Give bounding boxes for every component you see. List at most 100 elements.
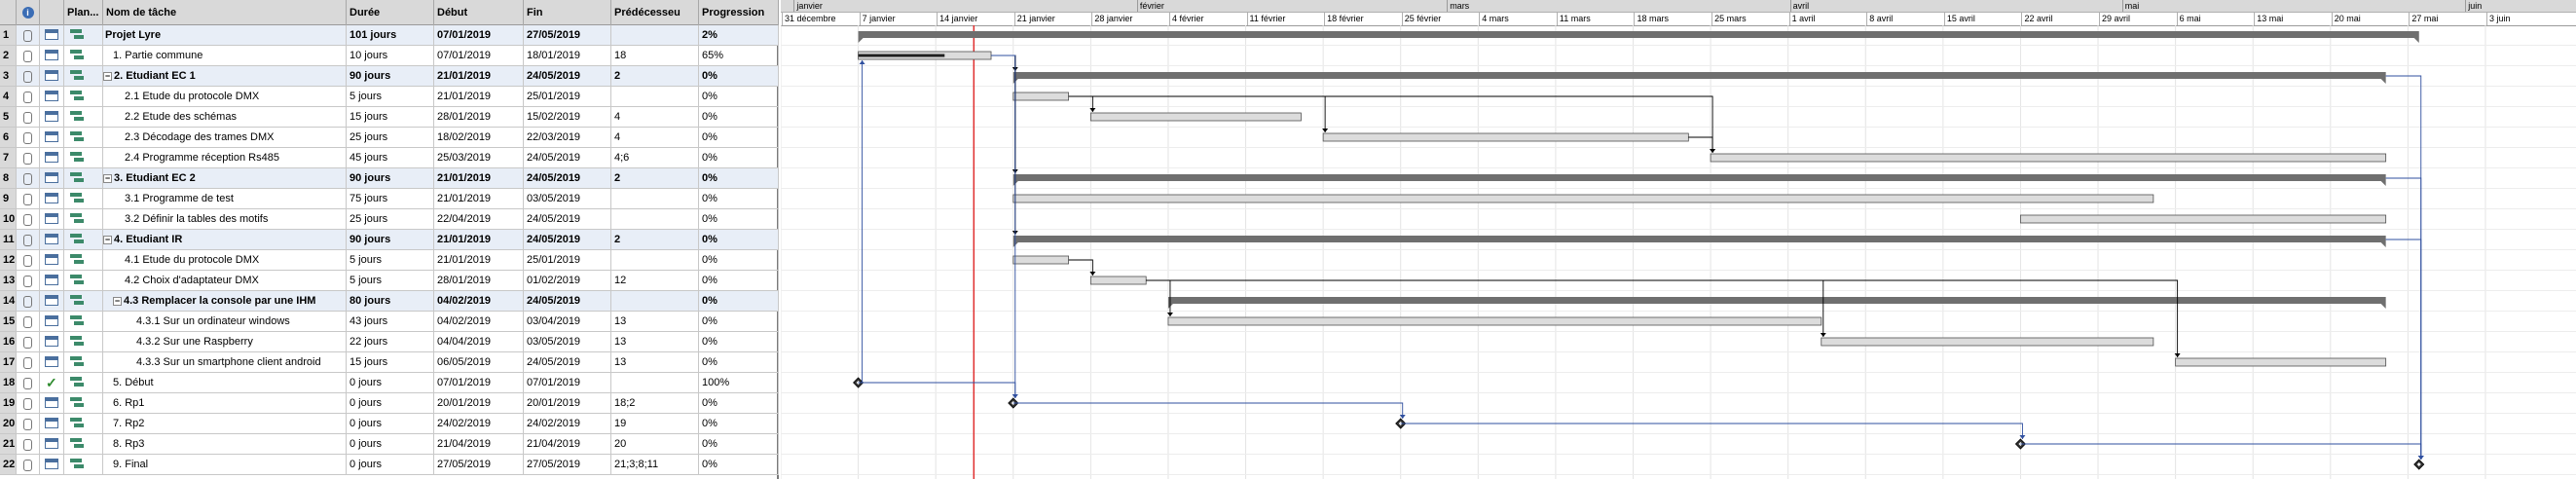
task-name[interactable]: −4. Etudiant IR [103,230,347,249]
row-indicators[interactable] [17,250,40,270]
task-duration[interactable]: 10 jours [347,46,434,65]
task-predecessors[interactable]: 2 [611,66,699,86]
task-end[interactable]: 03/05/2019 [524,332,611,351]
row-info-cell[interactable] [40,352,64,372]
task-progress[interactable]: 0% [699,189,779,208]
task-predecessors[interactable]: 21;3;8;11 [611,455,699,474]
row-task-mode[interactable] [64,393,103,413]
task-name[interactable]: Projet Lyre [103,25,347,45]
task-duration[interactable]: 0 jours [347,373,434,392]
row-indicators[interactable] [17,189,40,208]
row-info-cell[interactable] [40,393,64,413]
task-start[interactable]: 21/01/2019 [434,230,524,249]
row-info-cell[interactable] [40,25,64,45]
task-name[interactable]: 3.1 Programme de test [103,189,347,208]
col-header-duration[interactable]: Durée [347,0,434,25]
row-number[interactable]: 17 [0,352,17,372]
task-name[interactable]: −4.3 Remplacer la console par une IHM [103,291,347,311]
row-info-cell[interactable] [40,189,64,208]
task-predecessors[interactable]: 13 [611,352,699,372]
task-end[interactable]: 24/05/2019 [524,291,611,311]
row-indicators[interactable] [17,230,40,249]
task-progress[interactable]: 0% [699,87,779,106]
row-indicators[interactable] [17,25,40,45]
task-end[interactable]: 03/04/2019 [524,312,611,331]
task-name[interactable]: −3. Etudiant EC 2 [103,168,347,188]
row-number[interactable]: 20 [0,414,17,433]
task-progress[interactable]: 0% [699,434,779,454]
task-start[interactable]: 04/04/2019 [434,332,524,351]
row-task-mode[interactable] [64,250,103,270]
task-progress[interactable]: 0% [699,352,779,372]
task-start[interactable]: 21/01/2019 [434,87,524,106]
row-task-mode[interactable] [64,189,103,208]
row-indicators[interactable] [17,168,40,188]
task-predecessors[interactable] [611,373,699,392]
task-duration[interactable]: 0 jours [347,455,434,474]
task-name[interactable]: 3.2 Définir la tables des motifs [103,209,347,229]
row-indicators[interactable] [17,393,40,413]
row-info-cell[interactable] [40,271,64,290]
task-duration[interactable]: 90 jours [347,168,434,188]
task-name[interactable]: 2.4 Programme réception Rs485 [103,148,347,167]
row-task-mode[interactable] [64,87,103,106]
row-number[interactable]: 22 [0,455,17,474]
collapse-icon[interactable]: − [103,70,112,81]
task-start[interactable]: 28/01/2019 [434,107,524,127]
task-progress[interactable]: 65% [699,46,779,65]
row-number[interactable]: 15 [0,312,17,331]
task-predecessors[interactable]: 12 [611,271,699,290]
task-duration[interactable]: 22 jours [347,332,434,351]
task-name[interactable]: 4.3.3 Sur un smartphone client android [103,352,347,372]
row-number[interactable]: 19 [0,393,17,413]
task-name[interactable]: 6. Rp1 [103,393,347,413]
row-info-cell[interactable] [40,312,64,331]
row-task-mode[interactable] [64,128,103,147]
task-predecessors[interactable] [611,291,699,311]
row-number[interactable]: 7 [0,148,17,167]
task-start[interactable]: 07/01/2019 [434,373,524,392]
row-indicators[interactable] [17,291,40,311]
row-number[interactable]: 1 [0,25,17,45]
row-indicators[interactable] [17,312,40,331]
task-end[interactable]: 21/04/2019 [524,434,611,454]
row-task-mode[interactable] [64,434,103,454]
task-duration[interactable]: 15 jours [347,352,434,372]
task-start[interactable]: 22/04/2019 [434,209,524,229]
task-progress[interactable]: 0% [699,107,779,127]
task-start[interactable]: 07/01/2019 [434,46,524,65]
row-task-mode[interactable] [64,107,103,127]
task-predecessors[interactable]: 4 [611,128,699,147]
task-duration[interactable]: 0 jours [347,414,434,433]
task-duration[interactable]: 90 jours [347,66,434,86]
row-task-mode[interactable] [64,291,103,311]
row-info-cell[interactable] [40,46,64,65]
row-indicators[interactable] [17,434,40,454]
col-header-indicators[interactable]: i [17,0,40,25]
row-indicators[interactable] [17,46,40,65]
row-info-cell[interactable] [40,332,64,351]
task-predecessors[interactable] [611,209,699,229]
task-end[interactable]: 24/05/2019 [524,168,611,188]
task-predecessors[interactable]: 4 [611,107,699,127]
col-header-start[interactable]: Début [434,0,524,25]
task-duration[interactable]: 5 jours [347,271,434,290]
col-header-number[interactable] [0,0,17,25]
task-name[interactable]: 5. Début [103,373,347,392]
col-header-progress[interactable]: Progression [699,0,779,25]
row-task-mode[interactable] [64,352,103,372]
task-duration[interactable]: 0 jours [347,434,434,454]
row-number[interactable]: 12 [0,250,17,270]
task-start[interactable]: 27/05/2019 [434,455,524,474]
task-start[interactable]: 06/05/2019 [434,352,524,372]
task-progress[interactable]: 100% [699,373,779,392]
row-indicators[interactable] [17,148,40,167]
